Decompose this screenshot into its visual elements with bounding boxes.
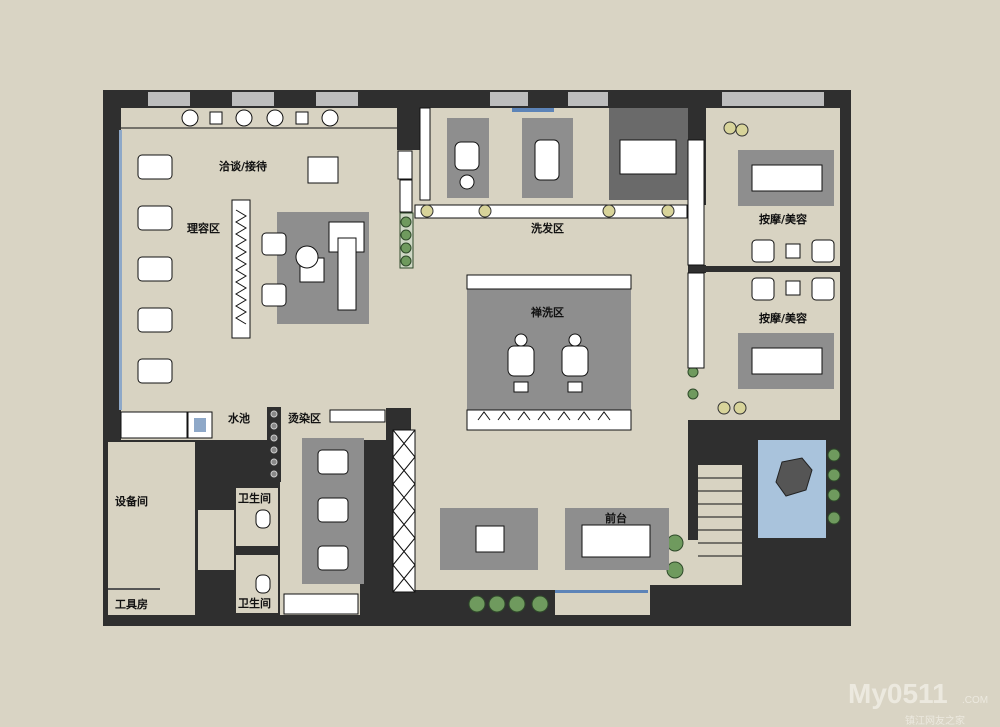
watermark-logo: My0511 [848, 678, 948, 709]
windows [148, 92, 824, 106]
room-label-zen-wash: 禅洗区 [530, 305, 564, 319]
watermark-domain: .COM [962, 695, 988, 706]
room-label-restroom-bottom: 卫生间 [238, 596, 271, 610]
room-label-tool-room: 工具房 [115, 597, 148, 611]
room-label-massage-bottom: 按摩/美容 [759, 311, 807, 325]
window-left [119, 130, 122, 410]
reception-table [307, 156, 339, 184]
room-label-front-desk: 前台 [605, 511, 627, 525]
plants [399, 212, 841, 613]
zen-wash-zone [467, 275, 631, 430]
watermark-subtitle: 镇江网友之家 [905, 714, 965, 727]
decor-band [181, 109, 339, 127]
grooming-chairs [137, 154, 173, 384]
mirror-partition [231, 199, 251, 339]
room-label-equipment: 设备间 [115, 494, 148, 508]
room-label-restroom-top: 卫生间 [238, 491, 271, 505]
room-label-washing: 洗发区 [531, 221, 564, 235]
room-label-reception: 洽谈/接待 [219, 159, 267, 173]
room-label-grooming: 理容区 [187, 221, 220, 235]
room-label-massage-top: 按摩/美容 [759, 212, 807, 226]
staircase [698, 477, 742, 557]
room-label-perm-dye: 烫染区 [288, 411, 321, 425]
room-label-sink: 水池 [228, 411, 250, 425]
